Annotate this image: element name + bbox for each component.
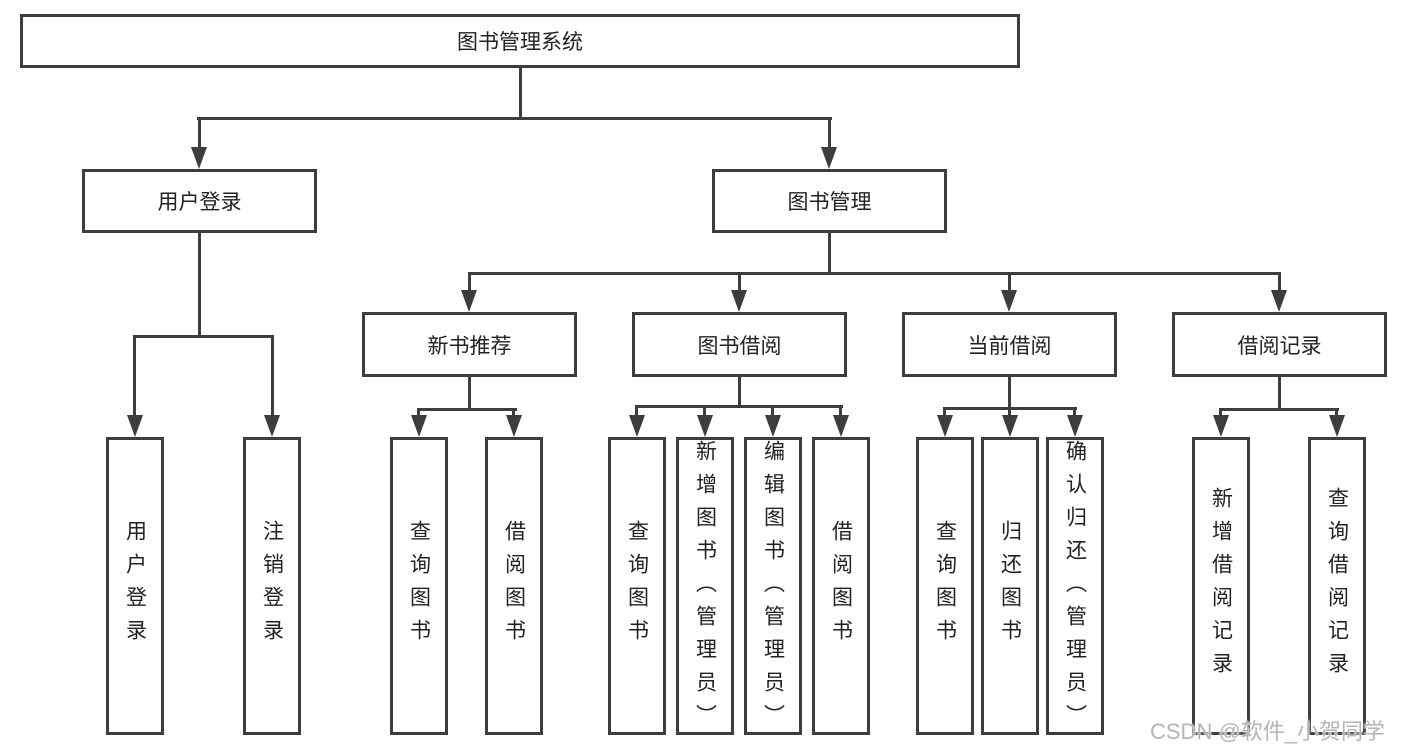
connector-drop-group1 xyxy=(738,272,741,294)
connector-drop-c3 xyxy=(839,405,842,418)
node-leaf-query-books: 查询图书 xyxy=(608,437,666,735)
connector-level2-bar xyxy=(197,117,832,120)
node-leaf-borrow-books: 借阅图书 xyxy=(485,437,543,735)
connector-drop-d1 xyxy=(1008,407,1011,418)
arrowhead-group2 xyxy=(1001,290,1017,312)
node-leaf-query-borrow-record: 查询借阅记录 xyxy=(1308,437,1366,735)
arrowhead-logout-leaf xyxy=(264,415,280,437)
arrowhead-d2 xyxy=(1067,415,1083,437)
connector-drop-c2 xyxy=(771,405,774,418)
arrowhead-c1 xyxy=(697,415,713,437)
arrowhead-b0 xyxy=(411,415,427,437)
node-book-management: 图书管理 xyxy=(712,169,947,233)
connector-drop-group2 xyxy=(1008,272,1011,294)
connector-drop-b0 xyxy=(417,408,420,418)
arrowhead-e0 xyxy=(1213,415,1229,437)
connector-group3-bar xyxy=(1219,408,1339,411)
node-borrowing-records: 借阅记录 xyxy=(1172,312,1387,377)
arrowhead-d1 xyxy=(1002,415,1018,437)
connector-login-stem xyxy=(198,233,201,338)
node-leaf-add-books-admin: 新增图书（管理员） xyxy=(676,437,734,737)
arrowhead-group3 xyxy=(1271,290,1287,312)
connector-group0-bar xyxy=(417,408,517,411)
arrowhead-c0 xyxy=(629,415,645,437)
arrowhead-e1 xyxy=(1329,415,1345,437)
node-user-login: 用户登录 xyxy=(82,169,317,233)
node-leaf-return-books: 归还图书 xyxy=(981,437,1039,735)
csdn-watermark: CSDN @软件_小贺同学 xyxy=(1150,719,1386,744)
connector-drop-user-login xyxy=(198,117,201,149)
connector-drop-login-leaf xyxy=(133,335,136,418)
connector-drop-b1 xyxy=(512,408,515,418)
connector-drop-logout-leaf xyxy=(271,335,274,418)
node-library-system: 图书管理系统 xyxy=(20,14,1020,68)
connector-drop-c0 xyxy=(635,405,638,418)
node-leaf-logout: 注销登录 xyxy=(243,437,301,735)
arrowhead-group0 xyxy=(461,290,477,312)
connector-mgmt-stem xyxy=(828,233,831,275)
arrowhead-c3 xyxy=(833,415,849,437)
node-book-borrowing: 图书借阅 xyxy=(632,312,847,377)
connector-drop-e0 xyxy=(1219,408,1222,418)
connector-drop-d2 xyxy=(1073,407,1076,418)
connector-drop-book-mgmt xyxy=(828,117,831,149)
arrowhead-user-login xyxy=(191,147,207,169)
connector-group2-stem xyxy=(1008,377,1011,410)
node-leaf-query-books: 查询图书 xyxy=(916,437,974,735)
arrowhead-login-leaf xyxy=(127,415,143,437)
arrowhead-group1 xyxy=(731,290,747,312)
connector-groups-bar xyxy=(468,272,1281,275)
connector-group1-bar xyxy=(635,405,843,408)
node-leaf-query-books: 查询图书 xyxy=(390,437,448,735)
arrowhead-c2 xyxy=(765,415,781,437)
connector-drop-group0 xyxy=(468,272,471,294)
connector-drop-c1 xyxy=(703,405,706,418)
connector-login-bar xyxy=(133,335,274,338)
node-new-book-recommend: 新书推荐 xyxy=(362,312,577,377)
node-leaf-add-borrow-record: 新增借阅记录 xyxy=(1192,437,1250,735)
node-leaf-confirm-return-admin: 确认归还（管理员） xyxy=(1046,437,1104,737)
arrowhead-d0 xyxy=(937,415,953,437)
connector-drop-d0 xyxy=(943,407,946,418)
connector-group1-stem xyxy=(738,377,741,408)
connector-drop-group3 xyxy=(1278,272,1281,294)
node-current-borrowing: 当前借阅 xyxy=(902,312,1117,377)
connector-root-stem xyxy=(519,68,522,120)
connector-group0-stem xyxy=(468,377,471,411)
arrowhead-book-mgmt xyxy=(821,147,837,169)
node-leaf-user-login: 用户登录 xyxy=(106,437,164,735)
node-leaf-borrow-books: 借阅图书 xyxy=(812,437,870,735)
connector-drop-e1 xyxy=(1335,408,1338,418)
arrowhead-b1 xyxy=(506,415,522,437)
node-leaf-edit-books-admin: 编辑图书（管理员） xyxy=(744,437,802,737)
connector-group3-stem xyxy=(1278,377,1281,411)
